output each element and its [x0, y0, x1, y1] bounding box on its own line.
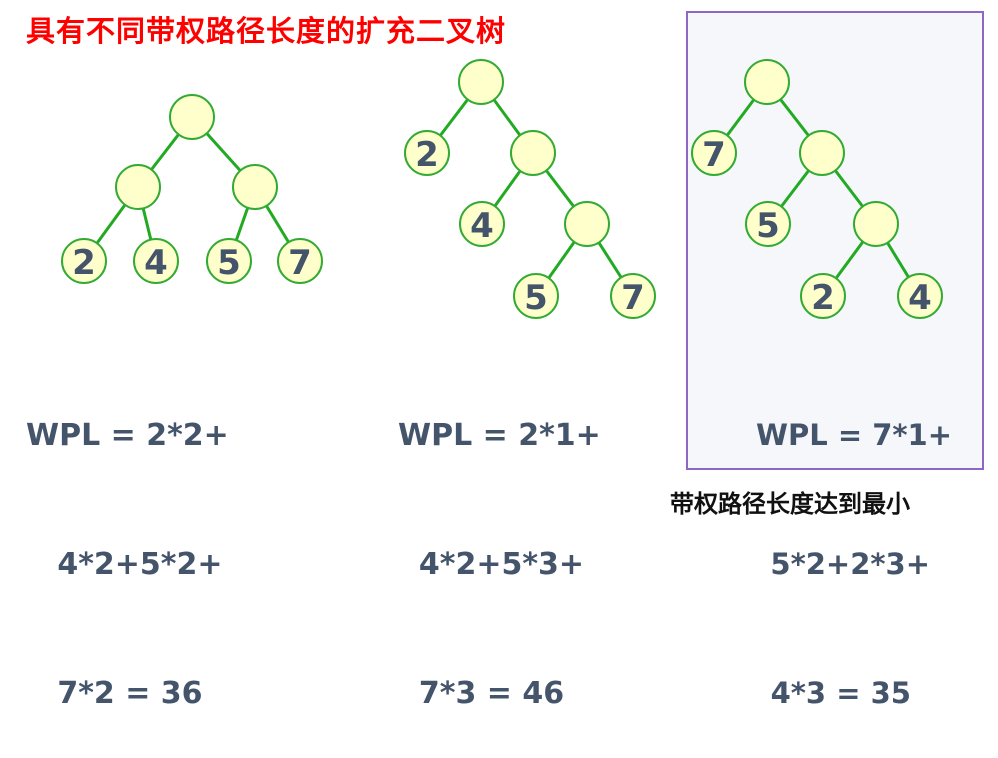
optimal-tree-highlight-box — [686, 11, 984, 470]
tree-1-internal-node — [169, 94, 215, 140]
formula-line: 4*2+5*3+ — [398, 547, 585, 582]
tree-1-leaf-node — [133, 238, 179, 284]
tree-2-leaf-label: 5 — [524, 278, 548, 318]
tree-3-internal-node — [799, 130, 845, 176]
formula-line: 4*3 = 35 — [710, 676, 911, 710]
tree-2-leaf-node — [404, 130, 450, 176]
tree-3-leaf-label: 7 — [702, 135, 726, 175]
tree-2-leaf-label: 7 — [621, 278, 645, 318]
formula-line: WPL = 7*1+ — [756, 418, 953, 452]
tree-1-internal-node — [115, 164, 161, 210]
tree-2-leaf-node — [459, 201, 505, 247]
tree-2-leaf-node — [513, 273, 559, 319]
tree-3-leaf-node — [745, 201, 791, 247]
formula-line: WPL = 2*2+ — [26, 418, 229, 453]
tree-3-leaf-node — [800, 273, 846, 319]
tree-1-leaf-label: 5 — [217, 243, 241, 283]
tree-1-leaf-label: 4 — [144, 243, 168, 283]
trees-canvas: 2 4 5 7 2 4 5 7 7 — [61, 59, 943, 319]
tree-3-leaf-node — [691, 130, 737, 176]
optimal-caption: 带权路径长度达到最小 — [670, 490, 910, 518]
formula-line: 5*2+2*3+ — [730, 547, 931, 581]
tree-3-internal-node — [853, 201, 899, 247]
tree-3-wpl-formula: WPL = 7*1+ 5*2+2*3+ 4*3 = 35 — [756, 328, 952, 758]
tree-2-leaf-label: 4 — [470, 206, 494, 246]
tree-3-leaf-label: 4 — [908, 278, 932, 318]
tree-2: 2 4 5 7 — [404, 59, 656, 319]
tree-3: 7 5 2 4 — [691, 59, 943, 319]
tree-1-leaf-label: 7 — [288, 243, 312, 283]
tree-2-internal-node — [510, 130, 556, 176]
tree-3-leaf-label: 5 — [756, 206, 780, 246]
tree-3-leaf-node — [897, 273, 943, 319]
formula-line: 7*3 = 46 — [398, 676, 565, 711]
tree-1-wpl-formula: WPL = 2*2+ 4*2+5*2+ 7*2 = 36 — [26, 328, 229, 758]
tree-1-leaf-label: 2 — [72, 243, 96, 283]
formula-line: 7*2 = 36 — [26, 676, 203, 711]
tree-2-internal-node — [564, 201, 610, 247]
tree-2-wpl-formula: WPL = 2*1+ 4*2+5*3+ 7*3 = 46 — [398, 328, 601, 758]
formula-line: 4*2+5*2+ — [26, 547, 223, 582]
formula-line: WPL = 2*1+ — [398, 418, 601, 453]
tree-1-internal-node — [232, 164, 278, 210]
tree-1-leaf-node — [206, 238, 252, 284]
tree-1-leaf-node — [277, 238, 323, 284]
tree-2-leaf-node — [610, 273, 656, 319]
tree-2-internal-node — [458, 59, 504, 105]
tree-3-leaf-label: 2 — [811, 278, 835, 318]
tree-2-leaf-label: 2 — [415, 135, 439, 175]
tree-1: 2 4 5 7 — [61, 94, 323, 284]
tree-3-internal-node — [744, 59, 790, 105]
page-title: 具有不同带权路径长度的扩充二叉树 — [26, 14, 507, 48]
tree-1-leaf-node — [61, 238, 107, 284]
